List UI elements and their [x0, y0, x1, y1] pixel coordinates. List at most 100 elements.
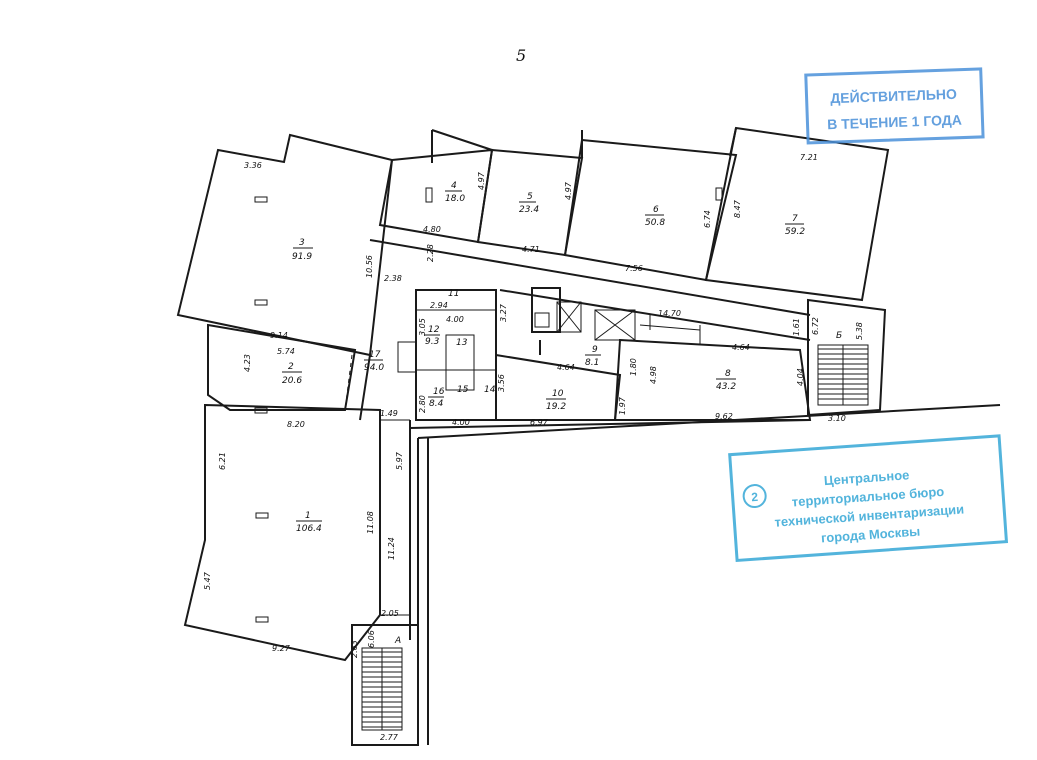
svg-text:20.6: 20.6	[282, 376, 302, 386]
svg-text:3: 3	[299, 238, 305, 248]
svg-text:1.97: 1.97	[618, 396, 627, 415]
svg-text:11: 11	[448, 289, 459, 299]
svg-text:13: 13	[456, 338, 468, 348]
svg-text:2.05: 2.05	[381, 609, 399, 618]
stair-a-treads	[362, 651, 402, 728]
svg-text:14: 14	[484, 385, 496, 395]
svg-text:8.47: 8.47	[733, 199, 742, 218]
room-6-label: 650.8	[645, 205, 665, 228]
svg-text:1.61: 1.61	[792, 318, 801, 336]
svg-text:6.97: 6.97	[530, 418, 549, 427]
svg-text:11.24: 11.24	[387, 537, 396, 560]
svg-text:В ТЕЧЕНИЕ 1 ГОДА: В ТЕЧЕНИЕ 1 ГОДА	[827, 112, 962, 133]
svg-text:9.62: 9.62	[715, 412, 733, 421]
svg-text:4.97: 4.97	[564, 181, 573, 200]
svg-text:4.80: 4.80	[423, 225, 441, 234]
svg-text:2: 2	[288, 362, 294, 372]
svg-text:9: 9	[592, 345, 598, 355]
svg-text:23.4: 23.4	[519, 205, 539, 215]
svg-text:7: 7	[792, 214, 798, 224]
svg-text:91.9: 91.9	[292, 252, 312, 262]
svg-text:4.98: 4.98	[649, 366, 658, 384]
window-marks	[254, 187, 723, 623]
svg-text:4.97: 4.97	[477, 171, 486, 190]
svg-text:4.23: 4.23	[243, 354, 252, 372]
svg-text:2.28: 2.28	[426, 244, 435, 262]
svg-text:43.2: 43.2	[716, 382, 736, 392]
building-outline	[176, 126, 1001, 746]
svg-text:5.74: 5.74	[277, 347, 295, 356]
room-16-label: 168.4	[428, 387, 445, 409]
svg-text:2.77: 2.77	[380, 733, 399, 742]
stair-b-treads	[818, 348, 868, 400]
validity-stamp: ДЕЙСТВИТЕЛЬНО В ТЕЧЕНИЕ 1 ГОДА	[804, 67, 985, 145]
svg-text:8: 8	[725, 369, 731, 379]
svg-text:4.71: 4.71	[522, 245, 540, 254]
svg-text:4.04: 4.04	[796, 368, 805, 386]
svg-text:Б: Б	[836, 331, 842, 341]
room-4-label: 418.0	[445, 181, 465, 204]
room-9-label: 98.1	[585, 345, 601, 368]
svg-text:города Москвы: города Москвы	[821, 524, 921, 546]
room-11-label: 11	[448, 289, 459, 299]
room-5-label: 523.4	[519, 192, 539, 215]
room-14-label: 14	[484, 385, 496, 395]
svg-text:9.27: 9.27	[272, 644, 291, 653]
stair-a-label: А	[394, 636, 401, 646]
svg-text:2.38: 2.38	[384, 274, 402, 283]
room-13-label: 13	[456, 338, 468, 348]
svg-text:7.21: 7.21	[800, 153, 818, 162]
svg-text:2.80: 2.80	[418, 395, 427, 413]
svg-text:8.20: 8.20	[287, 420, 305, 429]
svg-text:6: 6	[653, 205, 659, 215]
svg-text:2.63: 2.63	[350, 640, 359, 658]
svg-text:ДЕЙСТВИТЕЛЬНО: ДЕЙСТВИТЕЛЬНО	[830, 85, 957, 106]
svg-text:50.8: 50.8	[645, 218, 665, 228]
svg-text:1.80: 1.80	[629, 358, 638, 376]
room-7-label: 759.2	[785, 214, 805, 237]
floor-label: 5	[516, 46, 526, 65]
room-3-label: 391.9	[292, 238, 313, 262]
svg-text:2: 2	[751, 490, 759, 504]
svg-text:94.0: 94.0	[364, 363, 384, 373]
svg-text:6.72: 6.72	[811, 317, 820, 335]
svg-text:3.27: 3.27	[499, 303, 508, 322]
room-12-label: 129.3	[424, 325, 440, 347]
svg-text:19.2: 19.2	[546, 402, 566, 412]
room-8-label: 843.2	[716, 369, 736, 392]
svg-text:17: 17	[369, 350, 381, 360]
room-15-label: 15	[457, 385, 469, 395]
svg-text:10.56: 10.56	[365, 255, 374, 278]
svg-text:14.70: 14.70	[658, 309, 681, 318]
svg-text:3.10: 3.10	[828, 414, 846, 423]
svg-text:4.00: 4.00	[446, 315, 464, 324]
svg-text:6.74: 6.74	[703, 210, 712, 228]
svg-text:59.2: 59.2	[785, 227, 805, 237]
svg-text:5: 5	[527, 192, 533, 202]
svg-text:3.36: 3.36	[244, 161, 262, 170]
svg-text:18.0: 18.0	[445, 194, 465, 204]
stair-b-label: Б	[836, 331, 842, 341]
svg-text:106.4: 106.4	[296, 524, 322, 534]
svg-text:2.94: 2.94	[430, 301, 448, 310]
svg-text:3.56: 3.56	[497, 374, 506, 392]
svg-text:6.06: 6.06	[367, 630, 376, 648]
room-17-label: 17 94.0	[364, 350, 384, 373]
svg-text:3.05: 3.05	[418, 318, 427, 336]
svg-text:7.56: 7.56	[625, 264, 643, 273]
svg-text:1.49: 1.49	[380, 409, 398, 418]
room-2-label: 220.6	[282, 362, 302, 386]
svg-text:9.14: 9.14	[270, 331, 288, 340]
svg-text:8.4: 8.4	[429, 399, 444, 409]
svg-text:9.3: 9.3	[425, 337, 440, 347]
bureau-stamp: 2 Центральное территориальное бюро техни…	[728, 434, 1009, 563]
svg-text:15: 15	[457, 385, 469, 395]
svg-text:4.64: 4.64	[732, 343, 750, 352]
dimension-labels: 3.36 4.80 4.97 4.97 7.21 8.47 6.74 10.56…	[203, 153, 864, 742]
svg-text:6.21: 6.21	[218, 452, 227, 470]
svg-text:4: 4	[451, 181, 457, 191]
